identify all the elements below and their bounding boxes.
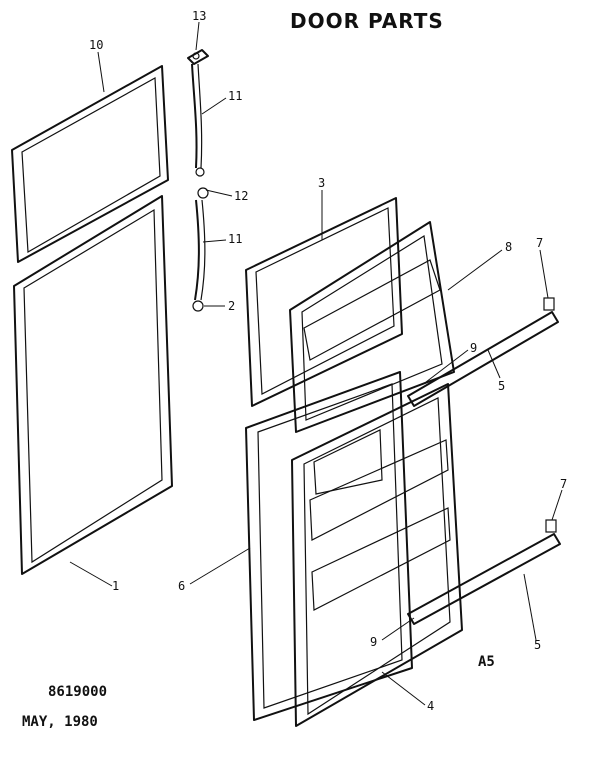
- callout-8: 8: [505, 240, 512, 254]
- fresh-food-door-hinge-hardware: [192, 187, 209, 312]
- callout-10: 10: [89, 38, 103, 52]
- callout-9-lower: 9: [370, 635, 377, 649]
- callout-12: 12: [234, 189, 248, 203]
- callout-7-upper: 7: [536, 236, 543, 250]
- fresh-food-door-gasket: [13, 195, 173, 575]
- diagram-title: DOOR PARTS: [290, 9, 444, 33]
- fresh-food-door-gasket-6: [245, 371, 413, 721]
- section-code: A5: [478, 654, 495, 670]
- part-callouts: 13 10 11 12 11 2 3 8 7 9 5 1 6 7 9 5 4: [89, 9, 567, 713]
- fresh-food-door-liner: [291, 383, 463, 727]
- callout-13: 13: [192, 9, 206, 23]
- callout-11-lower: 11: [228, 232, 242, 246]
- callout-11-upper: 11: [228, 89, 242, 103]
- freezer-shelf-rail: [407, 297, 559, 407]
- callout-1: 1: [112, 579, 119, 593]
- fresh-food-shelf-rail: [407, 519, 561, 625]
- callout-leaders: [69, 21, 563, 706]
- callout-7-lower: 7: [560, 477, 567, 491]
- freezer-door-liner: [289, 221, 455, 433]
- part-list-number: 8619000: [48, 684, 107, 700]
- callout-6: 6: [178, 579, 185, 593]
- callout-9-upper: 9: [470, 341, 477, 355]
- freezer-door-gasket: [11, 65, 169, 263]
- callout-2: 2: [228, 299, 235, 313]
- callout-5-upper: 5: [498, 379, 505, 393]
- callout-3: 3: [318, 176, 325, 190]
- freezer-door-gasket-3: [245, 197, 403, 407]
- callout-5-lower: 5: [534, 638, 541, 652]
- callout-4: 4: [427, 699, 434, 713]
- publication-date: MAY, 1980: [22, 714, 98, 730]
- freezer-door-hinge-hardware: [187, 49, 209, 177]
